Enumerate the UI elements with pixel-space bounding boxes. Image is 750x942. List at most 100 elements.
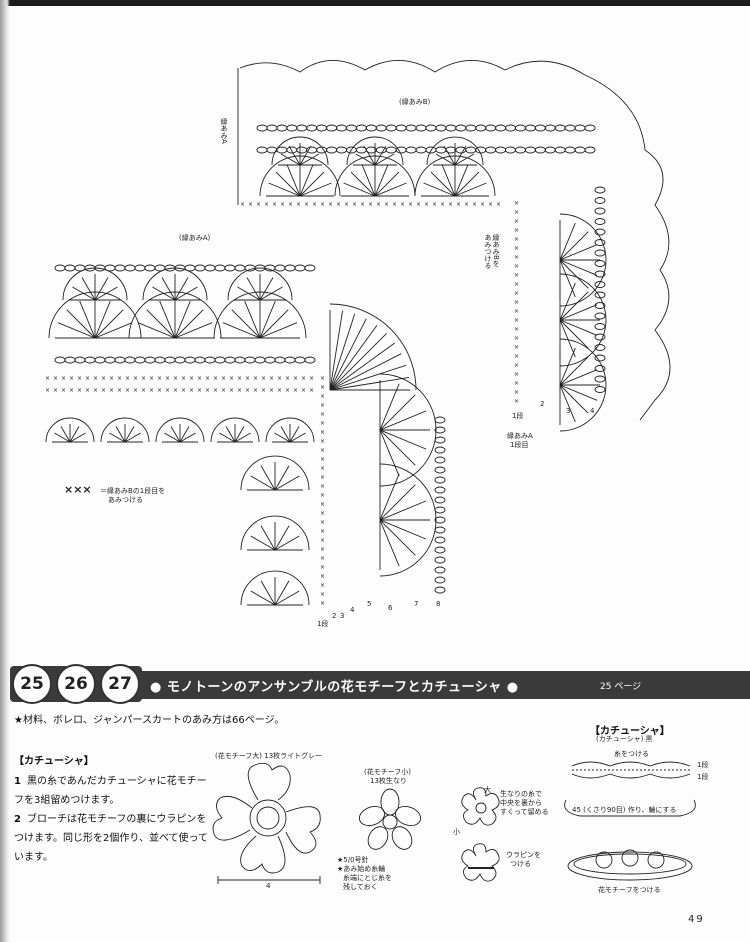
page-title: ● モノトーンのアンサンブルの花モチーフとカチューシャ ● [150,680,519,695]
svg-text:×: × [320,420,325,427]
headband-attach-label: 糸をつける [614,750,649,758]
svg-text:×: × [189,375,194,382]
svg-text:×: × [93,375,98,382]
label-attach-b-line1: 縁あみBを [492,234,500,267]
svg-text:×: × [245,375,250,382]
svg-text:×: × [125,375,130,382]
svg-text:×: × [514,398,519,405]
svg-text:×: × [69,375,74,382]
svg-text:×: × [293,375,298,382]
svg-text:×: × [261,375,266,382]
svg-text:×: × [514,389,519,396]
svg-text:×: × [514,281,519,288]
svg-text:×: × [125,387,130,394]
left-row-5: 5 [367,600,372,608]
svg-text:×: × [285,375,290,382]
svg-text:×: × [514,200,519,207]
right-row-1: 1段 [512,412,524,420]
svg-text:×: × [514,263,519,270]
svg-text:×: × [101,387,106,394]
svg-text:×: × [229,387,234,394]
svg-text:×: × [229,375,234,382]
right-row-2: 2 [540,400,545,408]
svg-text:×: × [173,375,178,382]
svg-text:×: × [117,387,122,394]
svg-text:×: × [320,555,325,562]
svg-text:×: × [424,201,429,208]
section-title: 【カチューシャ】 [14,756,94,767]
svg-text:×: × [320,591,325,598]
svg-text:×: × [237,375,242,382]
svg-text:×: × [117,375,122,382]
label-attach-b-line2: あみつける [484,234,492,269]
svg-text:×: × [514,254,519,261]
left-row-6: 6 [388,604,393,612]
headband-title: 【カチューシャ】 [590,726,670,737]
svg-text:×: × [368,201,373,208]
svg-text:×: × [165,387,170,394]
svg-text:×: × [93,387,98,394]
svg-text:×: × [432,201,437,208]
edge-b-outline [237,60,671,421]
svg-text:×: × [293,387,298,394]
page-reference: 25 ページ [600,682,642,692]
small-motif-label-line2: 13枚生なり [370,777,407,785]
assembly-note-line2: 中央を裏から [500,799,542,807]
svg-text:×: × [514,326,519,333]
svg-text:×: × [181,387,186,394]
svg-text:×: × [261,387,266,394]
brooch-flower-top [461,787,500,826]
svg-text:×: × [149,387,154,394]
label-edge-a-row1-line2: 1段目 [510,441,529,449]
svg-text:×: × [253,387,258,394]
small-flower-diagram [358,788,422,850]
svg-text:×: × [309,387,314,394]
svg-text:×: × [514,218,519,225]
svg-text:×: × [320,411,325,418]
large-motif-label: (花モチーフ大) 13枚ライトグレー [215,752,323,760]
svg-text:×: × [165,375,170,382]
svg-text:×: × [440,201,445,208]
svg-text:×: × [320,483,325,490]
svg-text:×: × [514,227,519,234]
svg-text:×: × [85,375,90,382]
svg-text:×: × [77,387,82,394]
svg-text:×: × [109,387,114,394]
svg-text:×: × [320,501,325,508]
svg-text:×: × [85,387,90,394]
left-row-8: 8 [436,600,441,608]
svg-text:×: × [320,600,325,607]
left-row-1: 1段 [317,620,329,628]
title-bar: 25 26 27 ● モノトーンのアンサンブルの花モチーフとカチューシャ ● 2… [10,664,750,706]
svg-text:×: × [514,380,519,387]
svg-text:×: × [205,387,210,394]
svg-text:×: × [213,375,218,382]
svg-text:×: × [514,272,519,279]
large-flower-diagram [212,762,321,884]
svg-text:×: × [320,201,325,208]
svg-text:×: × [205,375,210,382]
svg-text:×: × [248,201,253,208]
svg-text:×: × [514,290,519,297]
svg-text:×: × [514,353,519,360]
svg-text:×: × [189,387,194,394]
svg-text:×: × [301,375,306,382]
svg-text:×: × [320,564,325,571]
svg-text:×: × [480,201,485,208]
svg-text:×: × [448,201,453,208]
svg-text:×: × [157,375,162,382]
svg-text:×: × [514,245,519,252]
page-number: 49 [688,914,705,925]
legend-line1: ＝縁あみBの1段目を [100,487,166,495]
right-row-3: 3 [566,407,571,415]
assembly-note-line3: すくって留める [500,808,549,816]
svg-text:×: × [256,201,261,208]
edge-a-fans [45,264,446,606]
svg-text:×: × [157,387,162,394]
materials-note: ★材料、ボレロ、ジャンパースカートのあみ方は66ページ。 [14,715,285,726]
note-line3: 糸端にとじ糸を [343,874,392,882]
size-small-marker: 小 [453,828,460,836]
headband-subtitle: (カチューシャ) 黒 [596,735,653,743]
